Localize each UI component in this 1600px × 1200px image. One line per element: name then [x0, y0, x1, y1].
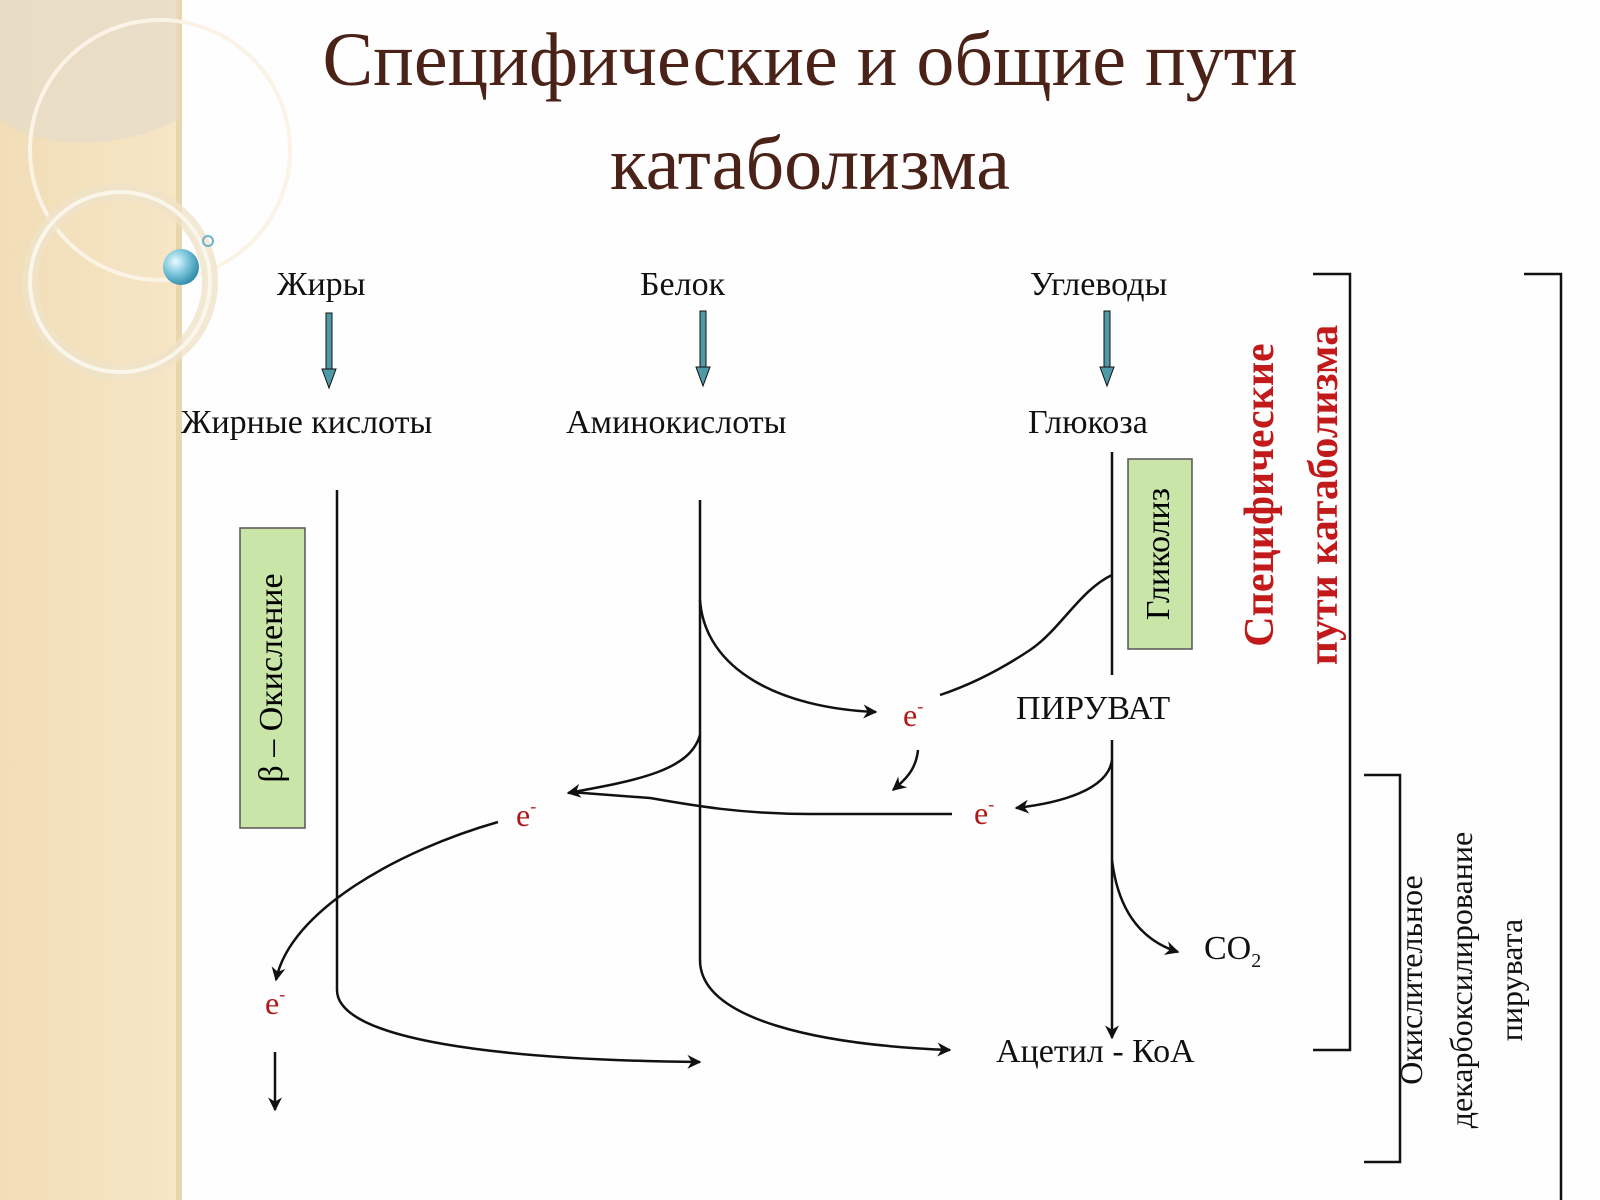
electron-sup: - [530, 796, 537, 816]
electron-sup: - [279, 984, 286, 1004]
co2-base: CO [1204, 930, 1252, 967]
electron-to-bottom-electron [271, 820, 499, 982]
electron-sup: - [917, 696, 924, 716]
slide-title: Специфические и общие пути катаболизма [180, 8, 1440, 216]
electron-base: e [265, 985, 280, 1021]
electron-base: e [974, 795, 989, 831]
label-oxidative-decarboxylation: Окислительное декарбоксилирование пирува… [1386, 795, 1536, 1165]
decarb-line2: декарбоксилирование [1443, 831, 1479, 1129]
label-carbs: Углеводы [1030, 266, 1168, 303]
electron-base: e [903, 697, 918, 733]
decor-ring-large [28, 18, 292, 282]
label-fats: Жиры [277, 266, 366, 303]
label-fatty-acids: Жирные кислоты [181, 404, 433, 441]
electron-horizontal-line [569, 790, 952, 816]
label-protein: Белок [640, 266, 726, 303]
decor-ring-small-inner [28, 190, 212, 374]
electron-base: e [516, 797, 531, 833]
amino-to-electron-left [566, 734, 702, 798]
electron-glycolysis: e- [903, 697, 923, 731]
decor-ball [163, 249, 199, 285]
beta-oxidation-box [239, 527, 306, 829]
label-pyruvate: ПИРУВАТ [1016, 690, 1171, 727]
slide-title-line2: катаболизма [610, 122, 1010, 206]
decarb-line1: Окислительное [1393, 875, 1429, 1085]
bracket-specific [1313, 272, 1352, 1052]
label-beta-oxidation: β – Окисление [253, 573, 290, 783]
label-specific-pathways: Специфические пути катаболизма [1228, 275, 1356, 715]
pyruvate-to-co2 [1110, 859, 1180, 955]
glycolysis-to-electron [939, 573, 1113, 697]
electron-down-arrow [891, 749, 920, 791]
side-panel-edge [176, 0, 182, 1200]
teal-arrow-protein [695, 310, 711, 388]
pyruvate-to-electron [1014, 759, 1114, 814]
slide-title-line1: Специфические и общие пути [322, 18, 1298, 102]
label-acetyl-coa: Ацетил - КоА [996, 1033, 1195, 1070]
bracket-decarb [1364, 773, 1402, 1164]
decor-swirl [0, 0, 178, 143]
specific-pathways-line1: Специфические [1237, 343, 1283, 647]
glycolysis-box [1127, 458, 1193, 650]
co2-subscript: 2 [1251, 950, 1262, 972]
label-amino-acids: Аминокислоты [566, 404, 787, 441]
label-glucose: Глюкоза [1028, 404, 1148, 441]
electron-bottom: e- [265, 985, 285, 1019]
teal-arrow-carbs [1099, 310, 1115, 388]
decarb-line3: пирувата [1493, 918, 1529, 1042]
amino-to-electron-arrow [698, 599, 878, 719]
electron-sup: - [988, 794, 995, 814]
electron-pyruvate: e- [974, 795, 994, 829]
decor-bubble [202, 235, 214, 247]
teal-arrow-fats [321, 312, 337, 390]
electron-middle: e- [516, 797, 536, 831]
label-co2: CO2 [1204, 930, 1262, 972]
bracket-outer [1524, 272, 1563, 1200]
label-glycolysis: Гликолиз [1140, 487, 1177, 621]
specific-pathways-line2: пути катаболизма [1301, 324, 1347, 666]
fatty-acid-line [335, 490, 702, 1069]
amino-acid-line [698, 500, 952, 1057]
